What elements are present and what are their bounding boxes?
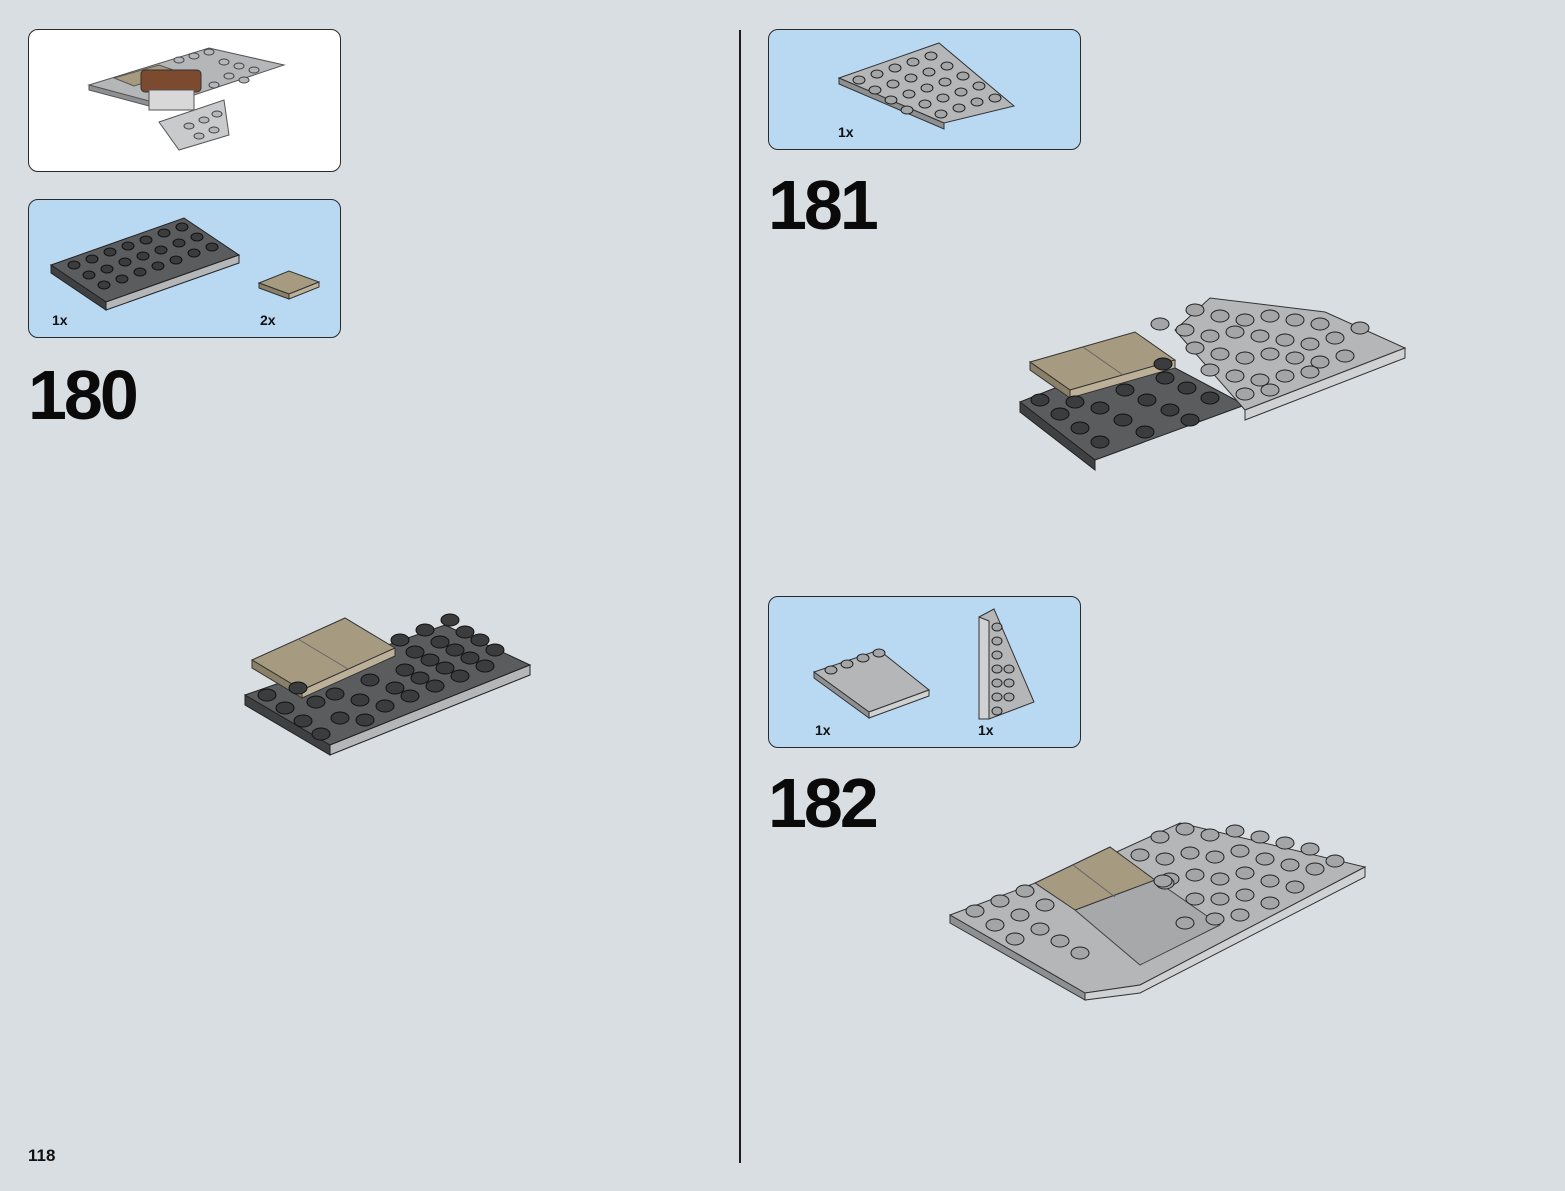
- step-180-model-illustration: [243, 613, 532, 756]
- step-180-parts-callout: 1x 2x: [28, 199, 341, 338]
- subassembly-reference-panel: [28, 29, 341, 172]
- page-number: 118: [28, 1146, 56, 1165]
- step-181-parts-callout: 1x: [768, 29, 1081, 150]
- part-quantity: 1x: [978, 722, 994, 738]
- step-number-180: 180: [28, 356, 139, 434]
- light-gray-plate-icon: [812, 648, 931, 719]
- step-number-182: 182: [768, 764, 879, 842]
- tan-tile-icon: [257, 270, 321, 300]
- page-divider: [739, 30, 741, 1163]
- part-quantity: 1x: [838, 124, 854, 140]
- light-gray-wedge-plate-icon: [837, 42, 1016, 130]
- step-181-model-illustration: [1019, 297, 1407, 472]
- part-quantity: 1x: [815, 722, 831, 738]
- part-quantity: 2x: [260, 312, 276, 328]
- subassembly-model-icon: [87, 47, 286, 151]
- light-gray-wing-plate-icon: [978, 608, 1035, 720]
- dark-gray-plate-icon: [49, 217, 241, 311]
- step-182-model-illustration: [948, 822, 1367, 1001]
- step-182-parts-callout: 1x 1x: [768, 596, 1081, 748]
- step-number-181: 181: [768, 166, 879, 244]
- part-quantity: 1x: [52, 312, 68, 328]
